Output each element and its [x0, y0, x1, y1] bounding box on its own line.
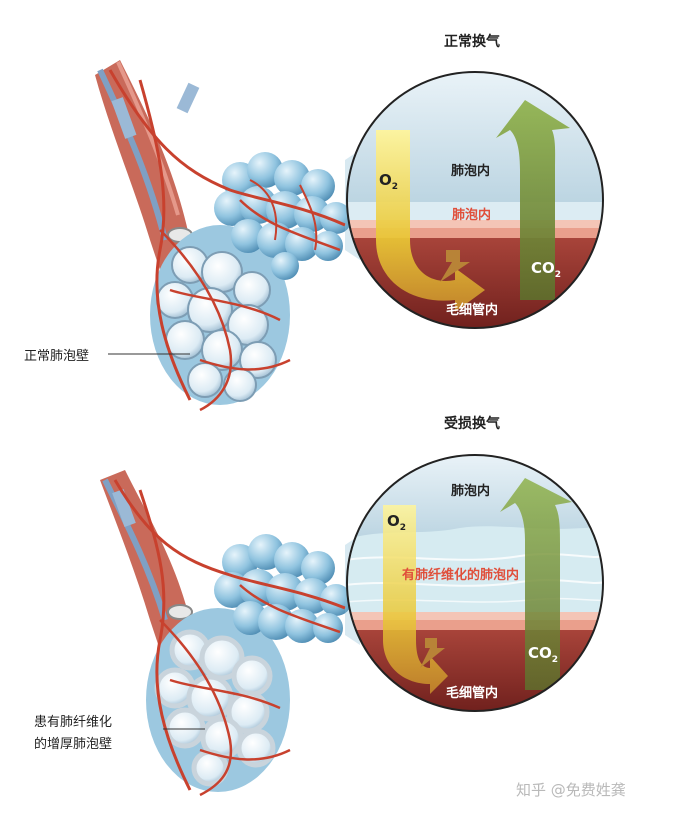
damaged-thick-wall-label: 有肺纤维化的肺泡内: [402, 568, 520, 583]
damaged-wall-callout-line2: 的增厚肺泡壁: [34, 737, 113, 752]
damaged-alveolus-inside-label: 肺泡内: [451, 484, 491, 499]
normal-wall-callout: 正常肺泡壁: [24, 349, 90, 364]
normal-co2-label: CO2: [531, 259, 562, 280]
damaged-capillary-inside-label: 毛细管内: [446, 686, 499, 701]
damaged-wall-callout-line1: 患有肺纤维化: [34, 715, 113, 730]
normal-wall-label: 肺泡内: [452, 208, 492, 223]
damaged-o2-label: O2: [387, 512, 407, 533]
damaged-co2-label: CO2: [528, 644, 559, 665]
watermark: 知乎 @免费姓龚: [516, 781, 626, 799]
normal-alveolus-inside-label: 肺泡内: [451, 164, 491, 179]
damaged-title: 受损换气: [444, 416, 500, 432]
normal-title: 正常换气: [444, 34, 500, 50]
normal-o2-label: O2: [379, 171, 399, 192]
damaged-airway-illustration: [100, 470, 352, 797]
normal-airway-illustration: [95, 60, 352, 412]
normal-capillary-inside-label: 毛细管内: [446, 303, 499, 318]
